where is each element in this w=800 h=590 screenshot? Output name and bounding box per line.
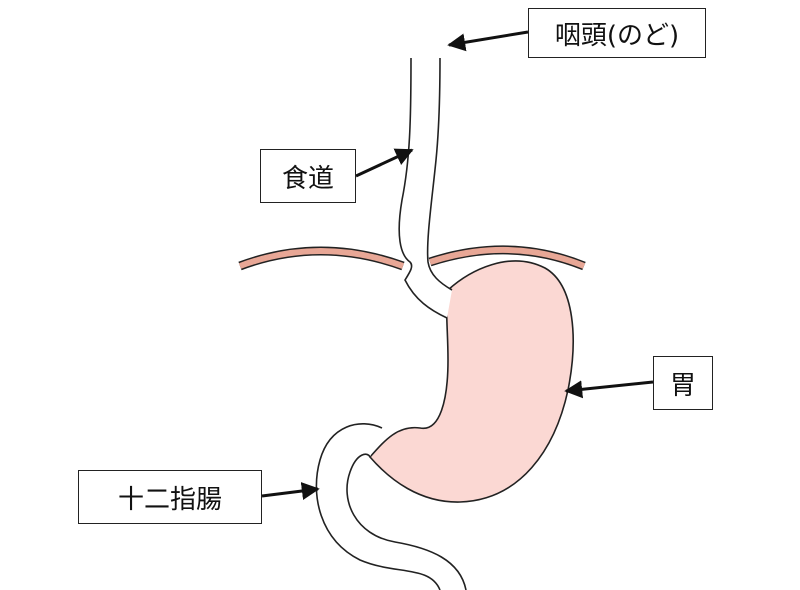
pharynx-label: 咽頭(のど) [528, 8, 706, 58]
pharynx-arrow [447, 30, 529, 52]
esophagus-arrow [355, 148, 414, 178]
esophagus-tube [399, 58, 452, 318]
duodenum-tube [316, 423, 466, 590]
duodenum-label: 十二指腸 [78, 470, 262, 524]
stomach-arrow [564, 380, 654, 399]
stomach-label: 胃 [653, 356, 713, 410]
stomach-shape [368, 260, 574, 503]
esophagus-label: 食道 [260, 149, 356, 203]
duodenum-arrow [261, 482, 320, 500]
